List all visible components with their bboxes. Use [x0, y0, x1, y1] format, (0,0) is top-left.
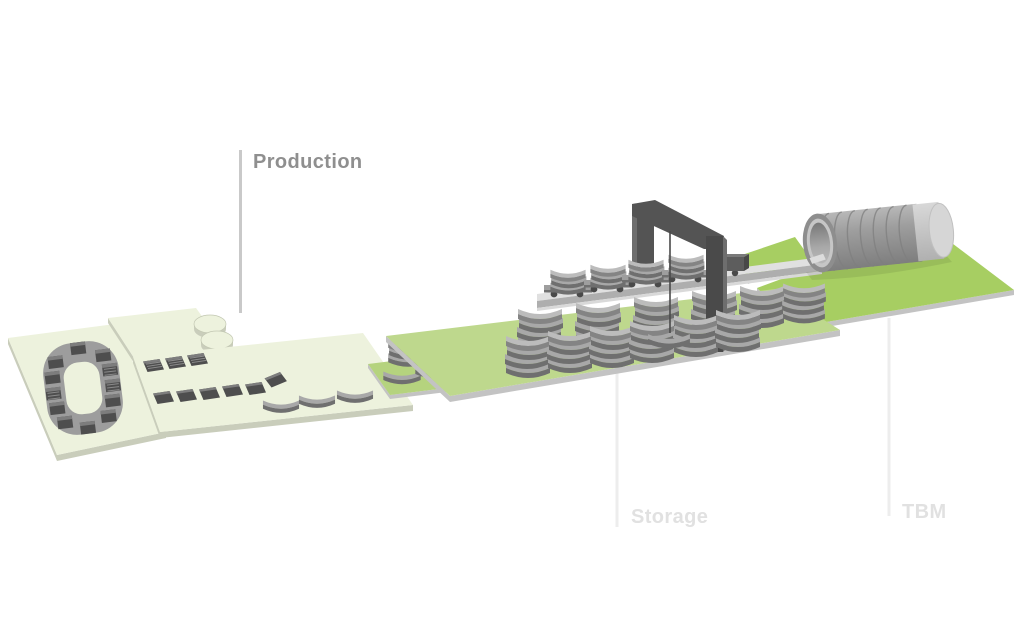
tunnel-mouth-interior	[809, 222, 831, 264]
tbm-label: TBM	[902, 501, 947, 523]
segment-stack	[715, 310, 761, 352]
mold	[49, 401, 66, 416]
casting-carousel	[43, 341, 123, 435]
production-platform-side	[133, 357, 413, 438]
mold	[44, 370, 61, 385]
mold	[79, 420, 97, 435]
mold	[100, 409, 117, 423]
rail-into-tunnel	[809, 253, 826, 264]
production-area	[8, 308, 413, 461]
mold	[56, 415, 74, 430]
production-label: Production	[253, 151, 363, 173]
mold	[69, 341, 87, 356]
mold	[94, 348, 112, 363]
mold	[102, 363, 118, 377]
segment-stack	[673, 315, 719, 357]
tunnel-assembly	[802, 201, 955, 280]
mold	[45, 387, 61, 401]
segment-stack	[547, 331, 593, 373]
crane-left-column-face	[632, 205, 637, 272]
rail-side	[537, 264, 822, 308]
crane-beam	[632, 200, 724, 249]
mold	[105, 378, 121, 392]
storage-area	[386, 200, 840, 402]
mold	[47, 355, 64, 370]
segment-stack	[782, 284, 826, 324]
pallet-disk	[193, 314, 227, 334]
tbm-shield-cap	[928, 202, 955, 258]
storage-label: Storage	[631, 506, 708, 528]
rail-shadow	[537, 271, 822, 311]
tunnel-lining-body	[814, 203, 923, 273]
segment-stack	[589, 326, 635, 368]
segment-stack	[505, 336, 551, 378]
pallet-disk	[200, 330, 234, 350]
mold	[104, 393, 121, 408]
carousel-platform	[8, 324, 166, 455]
